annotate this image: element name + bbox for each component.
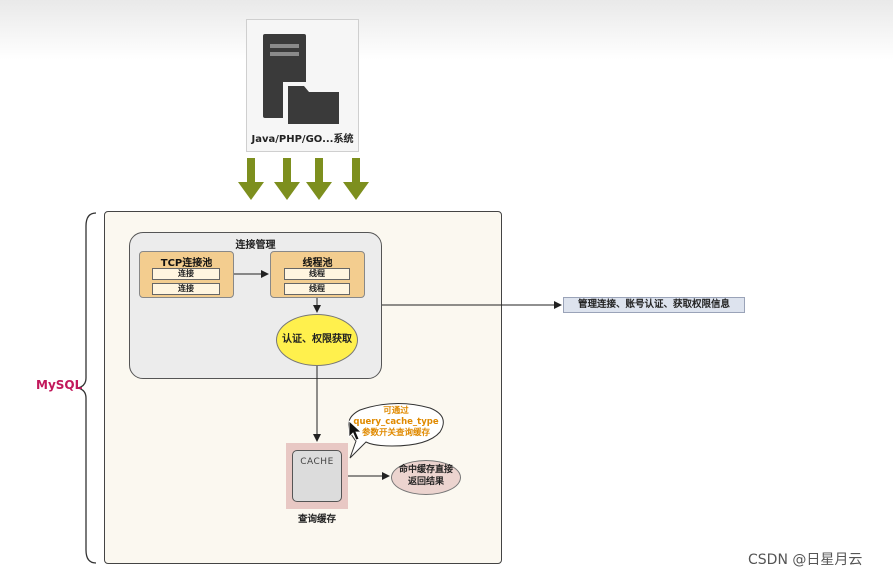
- bubble-line: query_cache_type: [353, 417, 439, 427]
- watermark: CSDN @日星月云: [748, 552, 863, 568]
- query-cache-box: [292, 450, 342, 502]
- cache-note-bubble: 可通过 query_cache_type 参数开关查询缓存: [346, 406, 446, 439]
- thread-slot: 线程: [284, 268, 350, 280]
- mysql-label: MySQL: [36, 378, 83, 392]
- cache-hit-node: [391, 460, 461, 495]
- cache-hit-text: 命中缓存直接 返回结果: [391, 464, 461, 488]
- cache-label: CACHE: [300, 457, 334, 467]
- auth-permission-node: 认证、权限获取: [276, 314, 358, 366]
- bubble-line: 可通过: [383, 406, 409, 416]
- top-fade: [0, 0, 893, 60]
- cache-hit-line: 命中缓存直接: [398, 465, 453, 475]
- tcp-connection-slot: 连接: [152, 283, 220, 295]
- tcp-connection-slot: 连接: [152, 268, 220, 280]
- info-box: 管理连接、账号认证、获取权限信息: [563, 297, 745, 313]
- arrow-down-icon: [274, 158, 300, 200]
- query-cache-caption: 查询缓存: [297, 514, 336, 525]
- thread-slot: 线程: [284, 283, 350, 295]
- arrow-down-icon: [306, 158, 332, 200]
- connection-management-title: 连接管理: [235, 240, 276, 251]
- thread-pool-title: 线程池: [302, 258, 333, 269]
- tcp-pool-title: TCP连接池: [160, 258, 213, 269]
- arrow-down-icon: [343, 158, 369, 200]
- arrow-down-icon: [238, 158, 264, 200]
- client-system-label: Java/PHP/GO...系统: [251, 134, 354, 145]
- bubble-line: 参数开关查询缓存: [361, 428, 430, 438]
- cache-hit-line: 返回结果: [407, 477, 444, 487]
